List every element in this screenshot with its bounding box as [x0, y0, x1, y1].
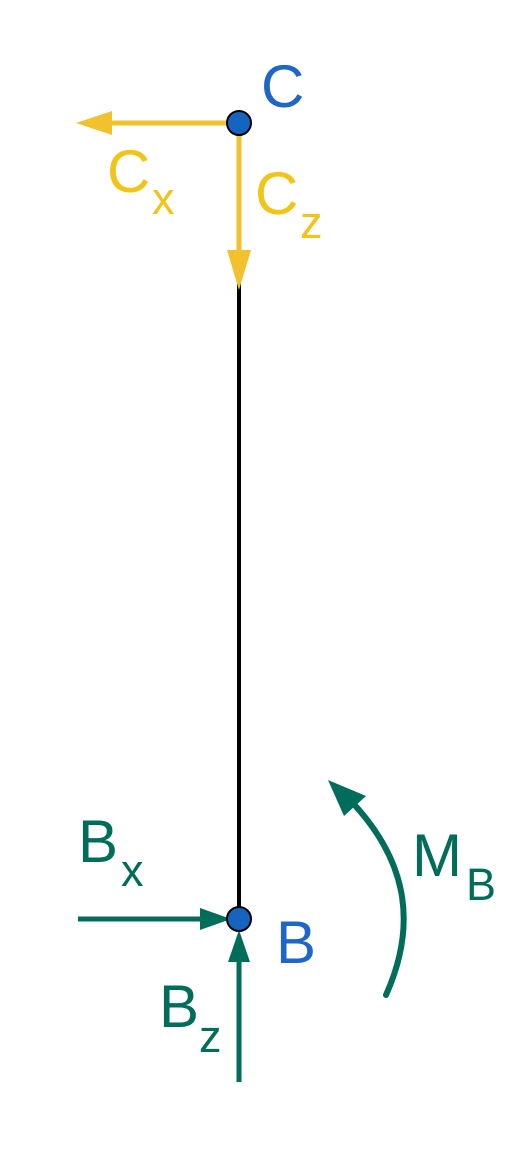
reaction-cz-sub: z: [300, 197, 323, 248]
moment-mb-arrow: [328, 780, 407, 998]
reaction-bx-label: B x: [78, 808, 144, 896]
reaction-bx-arrow: [78, 908, 231, 930]
node-c-label: C: [261, 53, 304, 120]
reaction-bz-main: B: [159, 973, 199, 1040]
reaction-cz-label: C z: [255, 160, 323, 248]
reaction-cx-label: C x: [107, 138, 175, 224]
reaction-cx-main: C: [107, 138, 150, 205]
node-c-joint: [226, 110, 252, 136]
moment-mb-main: M: [412, 822, 462, 889]
node-b-joint: [226, 906, 252, 932]
moment-mb-sub: B: [466, 859, 496, 910]
node-b-label: B: [276, 909, 316, 976]
moment-mb-label: M B: [412, 822, 496, 910]
reaction-bx-sub: x: [121, 845, 144, 896]
reaction-cx-sub: x: [152, 173, 175, 224]
reaction-bz-arrow: [228, 930, 250, 1082]
reaction-cx-arrow: [76, 111, 239, 135]
reaction-cz-main: C: [255, 160, 298, 227]
reaction-cz-arrow: [227, 123, 251, 290]
reaction-bz-label: B z: [159, 973, 222, 1062]
reaction-bz-sub: z: [199, 1011, 222, 1062]
reaction-bx-main: B: [78, 808, 118, 875]
